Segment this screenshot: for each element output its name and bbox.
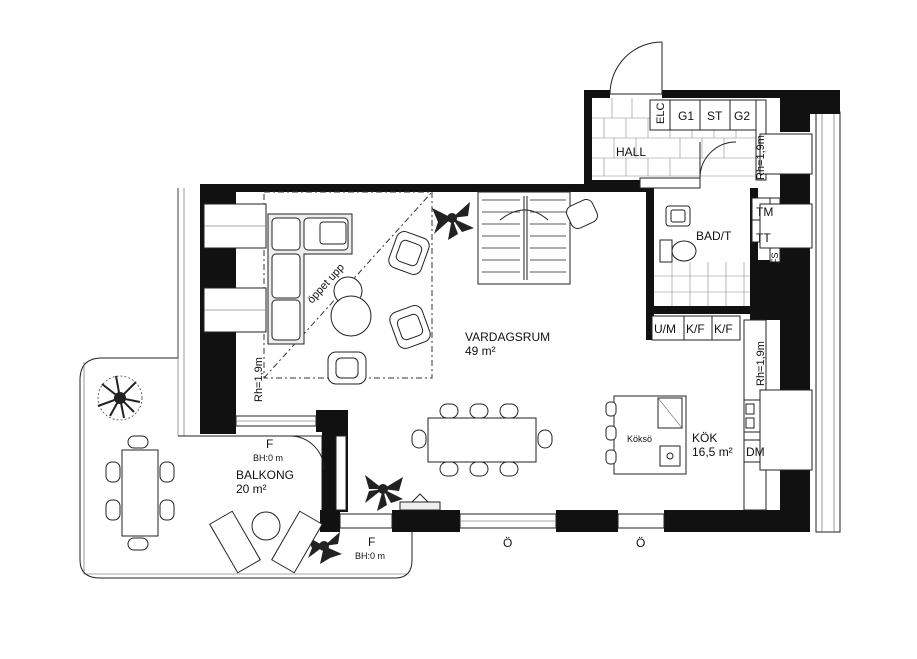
balcony bbox=[79, 188, 413, 579]
rh-kitchen-label: Rh=1,9m bbox=[755, 341, 767, 386]
island-label: Köksö bbox=[627, 434, 652, 444]
kitchen-area: 16,5 m² bbox=[692, 445, 733, 459]
hall-label: HALL bbox=[616, 145, 646, 159]
sofa-group bbox=[267, 199, 598, 385]
plant-icon bbox=[365, 475, 403, 511]
staircase bbox=[477, 191, 571, 285]
balcony-label: BALKONG bbox=[236, 468, 294, 482]
fs-label: FS bbox=[770, 252, 780, 264]
tm-label: TM bbox=[756, 205, 773, 219]
rh-living-label: Rh=1,9m bbox=[253, 357, 265, 402]
balcony-dining bbox=[105, 435, 175, 551]
entrance-door bbox=[609, 41, 663, 95]
labels: HALL BAD/T VARDAGSRUM 49 m² KÖK 16,5 m² … bbox=[236, 103, 780, 561]
facade-glazing bbox=[815, 111, 841, 533]
elc-label: ELC bbox=[655, 103, 667, 124]
g2-label: G2 bbox=[734, 109, 750, 123]
living-room-label: VARDAGSRUM bbox=[465, 330, 550, 344]
window-f2-bh: BH:0 m bbox=[355, 551, 385, 561]
sun-loungers bbox=[209, 510, 323, 574]
plant-icon bbox=[432, 202, 474, 240]
window-f1-bh: BH:0 m bbox=[253, 453, 283, 463]
plant-icon bbox=[306, 532, 342, 564]
window-f2-label: F bbox=[368, 535, 375, 549]
living-room-area: 49 m² bbox=[465, 344, 496, 358]
window-o2-label: Ö bbox=[636, 536, 645, 550]
tree-icon bbox=[97, 375, 143, 421]
dining-table bbox=[411, 403, 553, 477]
radiators bbox=[203, 133, 813, 471]
dm-label: DM bbox=[746, 445, 765, 459]
rh-hall-label: Rh=1,9m bbox=[755, 135, 767, 180]
fireplace bbox=[399, 493, 441, 511]
kitchen-island bbox=[605, 395, 687, 475]
g1-label: G1 bbox=[678, 109, 694, 123]
windows bbox=[235, 177, 701, 529]
balcony-area: 20 m² bbox=[236, 482, 267, 496]
walls bbox=[200, 90, 840, 532]
window-f1-label: F bbox=[266, 437, 273, 451]
kitchen-label: KÖK bbox=[692, 431, 717, 445]
kf1-label: K/F bbox=[686, 322, 705, 336]
um-label: U/M bbox=[654, 322, 676, 336]
tt-label: TT bbox=[756, 231, 771, 245]
bath-label: BAD/T bbox=[696, 229, 732, 243]
st-label: ST bbox=[707, 109, 723, 123]
window-o1-label: Ö bbox=[503, 536, 512, 550]
kf2-label: K/F bbox=[714, 322, 733, 336]
balcony-door bbox=[289, 435, 325, 471]
